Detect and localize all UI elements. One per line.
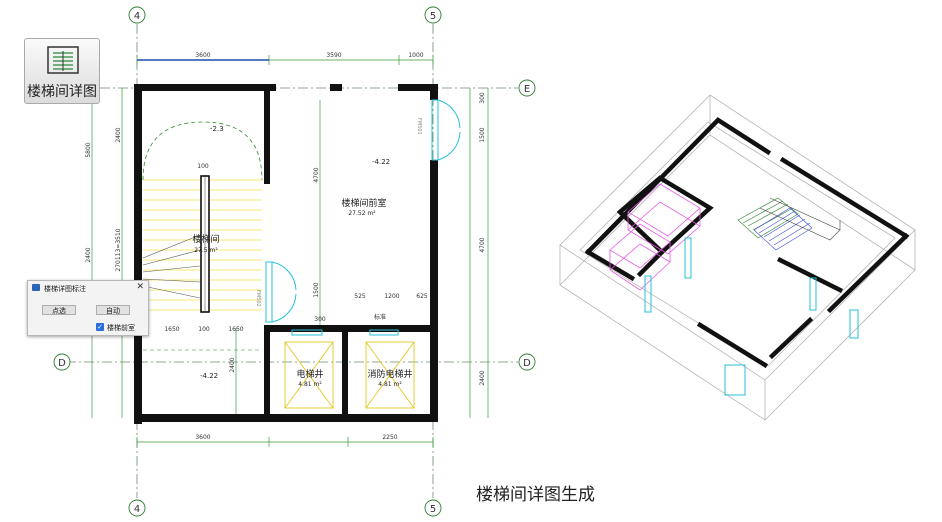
close-icon[interactable]: ✕ [136,282,144,292]
axis-bubble-E: E [518,79,536,97]
svg-text:1650: 1650 [164,326,179,333]
svg-text:3600: 3600 [195,434,210,441]
svg-text:2400: 2400 [85,247,92,262]
axis-bubble-5-top: 5 [424,6,442,24]
tool-button-label: 楼梯间详图 [27,84,97,100]
svg-text:5800: 5800 [85,142,92,157]
svg-text:100: 100 [198,326,210,333]
room-label-stair: 楼梯间 [192,233,219,245]
svg-text:4: 4 [134,11,140,22]
pick-button[interactable]: 点选 [42,305,76,315]
stair-icon [47,46,79,74]
svg-text:1650: 1650 [228,326,243,333]
svg-text:4: 4 [134,504,140,515]
svg-text:100: 100 [197,163,209,170]
svg-text:FM501: FM501 [416,118,422,135]
svg-text:4.81 m²: 4.81 m² [298,381,322,388]
svg-text:300: 300 [479,92,486,104]
svg-text:D: D [58,358,66,369]
axis-bubble-4-top: 4 [128,6,146,24]
svg-text:4700: 4700 [313,167,320,182]
app-icon [32,284,40,291]
stair-plan-drawing: 4 5 4 5 E D D 3600 [53,6,536,517]
svg-text:2400: 2400 [229,357,236,372]
room-label-lift: 电梯井 [296,368,323,380]
room-label-lobby: 楼梯间前室 [341,197,386,209]
lobby-checkbox-label: 楼梯前室 [107,324,135,332]
dialog-title: 楼梯详图标注 [44,285,86,293]
level-mark: -4.22 [372,158,390,166]
svg-text:1200: 1200 [384,293,399,300]
svg-text:5: 5 [430,11,436,22]
axis-bubble-5-bottom: 5 [424,499,442,517]
axis-bubble-D-left: D [53,353,71,371]
svg-text:1500: 1500 [313,282,320,297]
svg-text:300: 300 [314,316,326,323]
axis-bubble-4-bottom: 4 [128,499,146,517]
svg-text:4700: 4700 [479,237,486,252]
stair-3d-view [559,94,916,421]
auto-button[interactable]: 自动 [96,305,130,315]
svg-text:D: D [523,358,531,369]
svg-text:27.5 m²: 27.5 m² [194,247,218,254]
svg-text:27.52 m²: 27.52 m² [348,210,376,217]
svg-text:2400: 2400 [115,127,122,142]
svg-text:1500: 1500 [479,127,486,142]
svg-text:3600: 3600 [195,52,210,59]
stair-detail-tool-button[interactable]: 楼梯间详图 [24,38,100,104]
stair-annotation-dialog: 楼梯详图标注 ✕ 点选 自动 ✓ 楼梯前室 [27,280,149,336]
svg-text:4.81 m²: 4.81 m² [378,381,402,388]
svg-text:5: 5 [430,504,436,515]
svg-text:1000: 1000 [408,52,423,59]
room-label-firelift: 消防电梯井 [367,368,412,380]
svg-text:2400: 2400 [479,370,486,385]
axis-bubble-D-right: D [518,353,536,371]
level-mark: -2.3 [210,125,224,133]
svg-text:FM502: FM502 [255,290,261,307]
svg-text:3590: 3590 [326,52,341,59]
level-mark: -4.22 [200,372,218,380]
svg-text:525: 525 [354,293,366,300]
figure-caption: 楼梯间详图生成 [476,485,595,505]
svg-text:270113=3510: 270113=3510 [115,228,122,271]
svg-text:E: E [524,84,530,95]
lobby-checkbox[interactable]: ✓ [96,323,104,331]
svg-text:2250: 2250 [382,434,397,441]
svg-text:标准: 标准 [374,313,386,321]
svg-text:625: 625 [416,293,428,300]
